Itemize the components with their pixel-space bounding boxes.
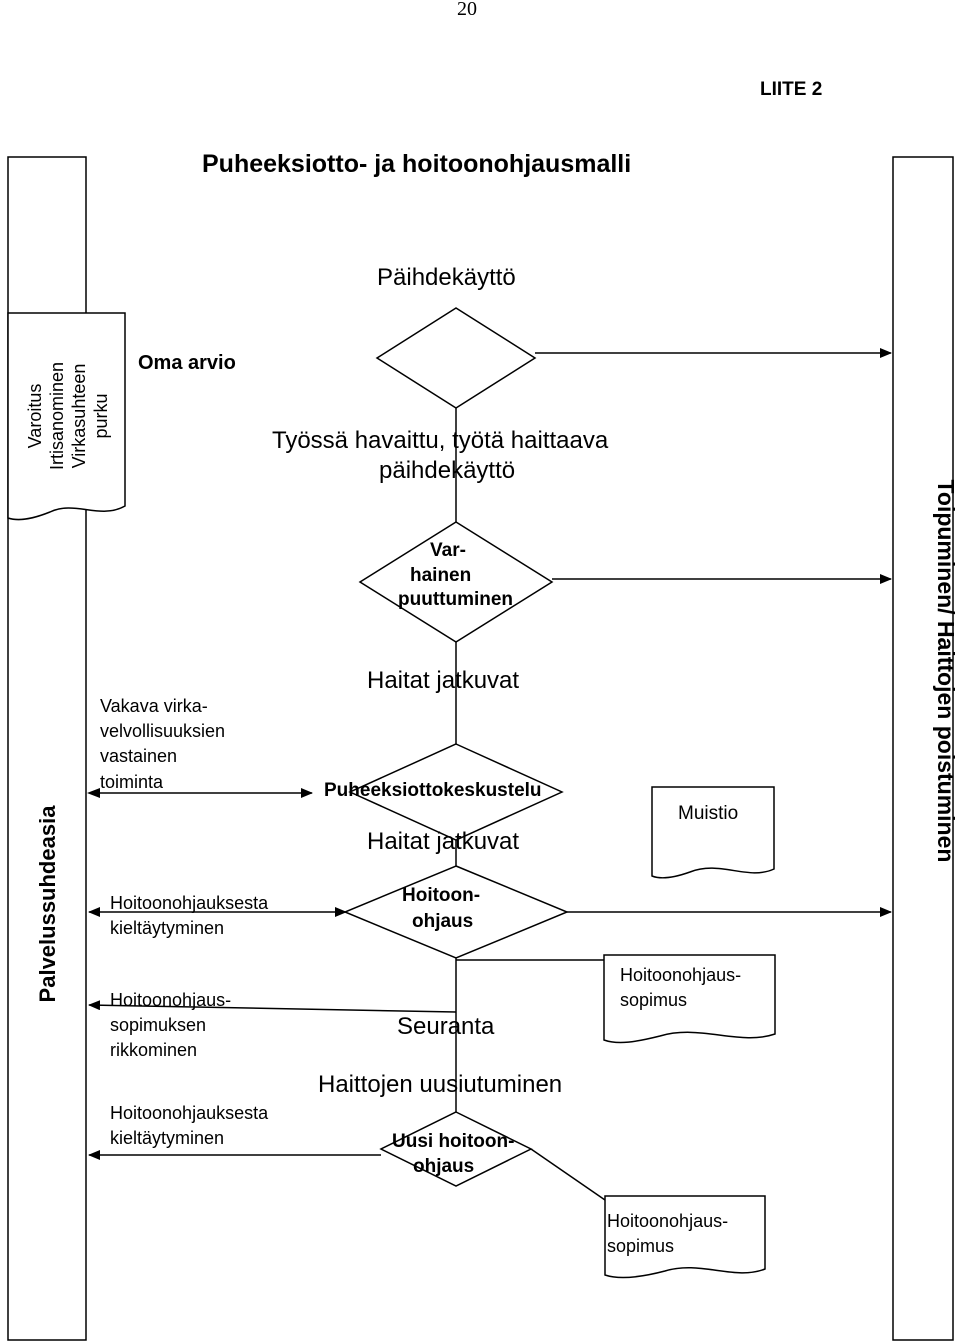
- appendix-label: LIITE 2: [760, 79, 823, 100]
- breach-line-2: sopimuksen: [110, 1015, 207, 1036]
- harms-continue-2: Haitat jatkuvat: [367, 828, 520, 855]
- substance-use-label: Päihdekäyttö: [377, 264, 516, 291]
- arrow-serious-left-head: [87, 788, 100, 798]
- talk-label: Puheeksiottokeskustelu: [324, 780, 542, 801]
- decision-diamond-early-intervention: [358, 521, 554, 643]
- agreement1-line-2: sopimus: [620, 990, 688, 1011]
- followup-label: Seuranta: [397, 1013, 495, 1040]
- observed-line-1: Työssä havaittu, työtä haittaava: [272, 427, 609, 454]
- breach-line-3: rikkominen: [110, 1040, 198, 1061]
- breach-line-1: Hoitoonohjaus-: [110, 990, 232, 1010]
- early-intervention-line-2: hainen: [410, 565, 472, 586]
- memo-document-shape: [651, 786, 775, 879]
- left-doc-line-1: Varoitus: [25, 383, 45, 449]
- refusal2-line-2: kieltäytyminen: [110, 1128, 225, 1149]
- new-referral-line-2: ohjaus: [413, 1156, 475, 1177]
- right-bar-label: Toipuminen/ Haittojen poistuminen: [933, 479, 959, 863]
- refusal2-line-1: Hoitoonohjauksesta: [110, 1103, 269, 1123]
- referral-line-2: ohjaus: [412, 911, 474, 932]
- decision-diamond-referral: [343, 865, 569, 959]
- agreement-text-2: Hoitoonohjaus- sopimus: [607, 1209, 728, 1259]
- agreement1-line-1: Hoitoonohjaus-: [620, 965, 742, 985]
- serious-line-2: velvollisuuksien: [100, 721, 226, 742]
- refusal-note-1: Hoitoonohjauksesta kieltäytyminen: [110, 891, 268, 941]
- refusal1-line-1: Hoitoonohjauksesta: [110, 893, 269, 913]
- left-doc-line-2: Irtisanominen: [46, 361, 67, 471]
- arrow-breach: [88, 1000, 457, 1013]
- serious-line-3: vastainen: [100, 746, 178, 767]
- serious-line-1: Vakava virka-: [100, 696, 208, 716]
- breach-note: Hoitoonohjaus- sopimuksen rikkominen: [110, 988, 231, 1064]
- early-intervention-line-1: Var-: [430, 540, 466, 561]
- agreement2-line-2: sopimus: [607, 1236, 675, 1257]
- left-document-text: Varoitus Irtisanominen Virkasuhteen purk…: [25, 316, 115, 516]
- left-doc-line-3: Virkasuhteen: [68, 363, 89, 469]
- left-document-shape: [7, 312, 126, 521]
- decision-diamond-top: [375, 307, 537, 409]
- line-to-agreement-2: [530, 1148, 606, 1201]
- agreement-text-1: Hoitoonohjaus- sopimus: [620, 963, 741, 1013]
- decision-diamond-new-referral: [379, 1111, 533, 1187]
- decision-diamond-talk: [348, 743, 564, 841]
- observed-line-2: päihdekäyttö: [379, 457, 516, 484]
- recurrence-label: Haittojen uusiutuminen: [318, 1071, 563, 1098]
- memo-label: Muistio: [678, 803, 739, 824]
- harms-continue-1: Haitat jatkuvat: [367, 667, 520, 694]
- diagram-title: Puheeksiotto- ja hoitoonohjausmalli: [202, 150, 632, 178]
- left-bar-label: Palvelussuhdeasia: [35, 805, 60, 1003]
- refusal-note-2: Hoitoonohjauksesta kieltäytyminen: [110, 1101, 268, 1151]
- page-number: 20: [457, 0, 477, 20]
- new-referral-line-1: Uusi hoitoon-: [392, 1131, 515, 1152]
- left-doc-line-4: purku: [90, 393, 111, 439]
- refusal1-line-2: kieltäytyminen: [110, 918, 225, 939]
- agreement-document-shape-1: [603, 954, 776, 1044]
- serious-line-4: toiminta: [100, 771, 164, 792]
- early-intervention-line-3: puuttuminen: [398, 589, 514, 610]
- right-bar-frame: [892, 156, 954, 1341]
- referral-line-1: Hoitoon-: [402, 885, 481, 906]
- self-assessment-label: Oma arvio: [138, 352, 236, 374]
- agreement-document-shape-2: [604, 1195, 766, 1279]
- serious-misconduct-note: Vakava virka- velvollisuuksien vastainen…: [100, 694, 225, 795]
- agreement2-line-1: Hoitoonohjaus-: [607, 1211, 729, 1231]
